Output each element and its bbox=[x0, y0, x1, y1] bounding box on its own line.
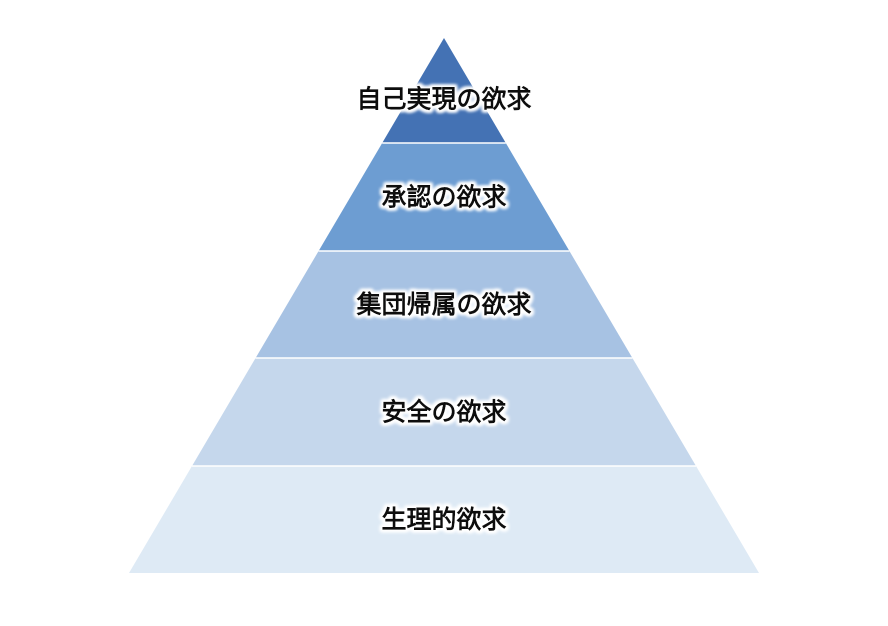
pyramid-level-1 bbox=[382, 38, 506, 143]
pyramid-level-label: 生理的欲求 bbox=[381, 505, 506, 534]
pyramid-level-label: 安全の欲求 bbox=[381, 398, 506, 427]
pyramid-level-2 bbox=[318, 143, 570, 251]
pyramid-level-3 bbox=[255, 251, 633, 358]
pyramid-level-4 bbox=[192, 358, 696, 466]
pyramid-level-5 bbox=[129, 466, 759, 573]
pyramid-level-label: 集団帰属の欲求 bbox=[355, 290, 531, 319]
pyramid-level-label: 自己実現の欲求 bbox=[356, 85, 531, 114]
pyramid-bands bbox=[129, 38, 759, 573]
pyramid-level-label: 承認の欲求 bbox=[381, 183, 506, 212]
